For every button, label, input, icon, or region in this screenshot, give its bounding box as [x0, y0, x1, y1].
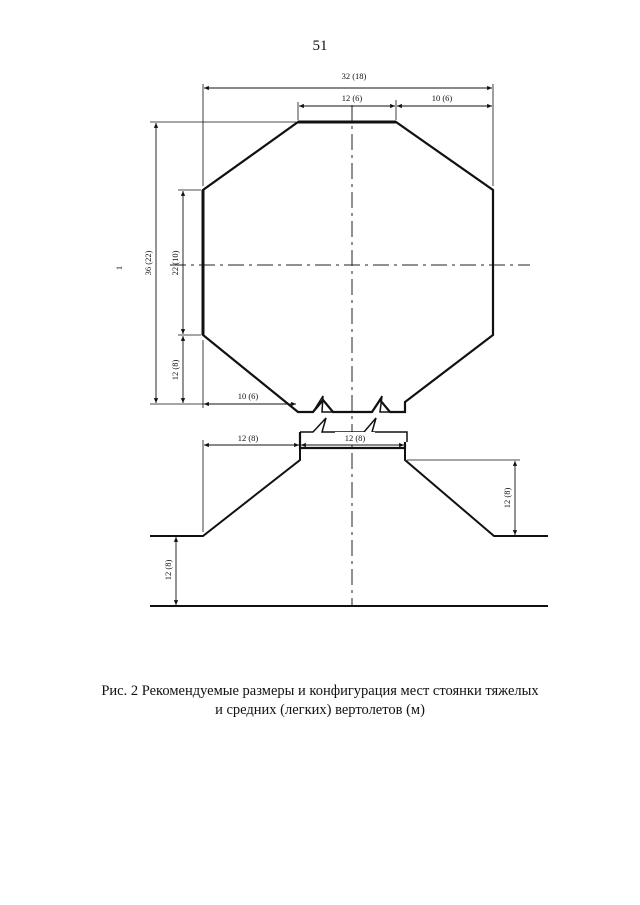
dim-label-approach-left: 12 (8) — [238, 433, 259, 443]
dim-label-top-flat: 12 (6) — [342, 93, 363, 103]
break-line-upper — [312, 395, 390, 413]
taxiway-neck-outline — [298, 432, 407, 450]
figure-caption: Рис. 2 Рекомендуемые размеры и конфигура… — [90, 682, 550, 720]
approach-left-edge — [150, 448, 301, 537]
parking-pad-outline — [201, 120, 495, 414]
side-mark: 1 — [114, 266, 124, 270]
dim-label-top-right: 10 (6) — [432, 93, 453, 103]
dim-label-approach-left-height: 12 (8) — [163, 560, 173, 581]
dim-label-lower-height: 12 (8) — [170, 360, 180, 381]
caption-line-2: и средних (легких) вертолетов (м) — [215, 702, 425, 718]
dim-label-neck: 12 (8) — [345, 433, 366, 443]
dim-label-side-height: 22 (10) — [170, 250, 180, 275]
page-number: 51 — [312, 38, 328, 54]
dim-label-total-height: 36 (22) — [143, 250, 153, 275]
dim-label-total-width: 32 (18) — [342, 71, 367, 81]
dim-label-lower-left: 10 (6) — [238, 391, 259, 401]
caption-line-1: Рис. 2 Рекомендуемые размеры и конфигура… — [101, 683, 539, 699]
approach-right-edge — [404, 448, 548, 537]
dim-label-approach-right-height: 12 (8) — [502, 488, 512, 509]
